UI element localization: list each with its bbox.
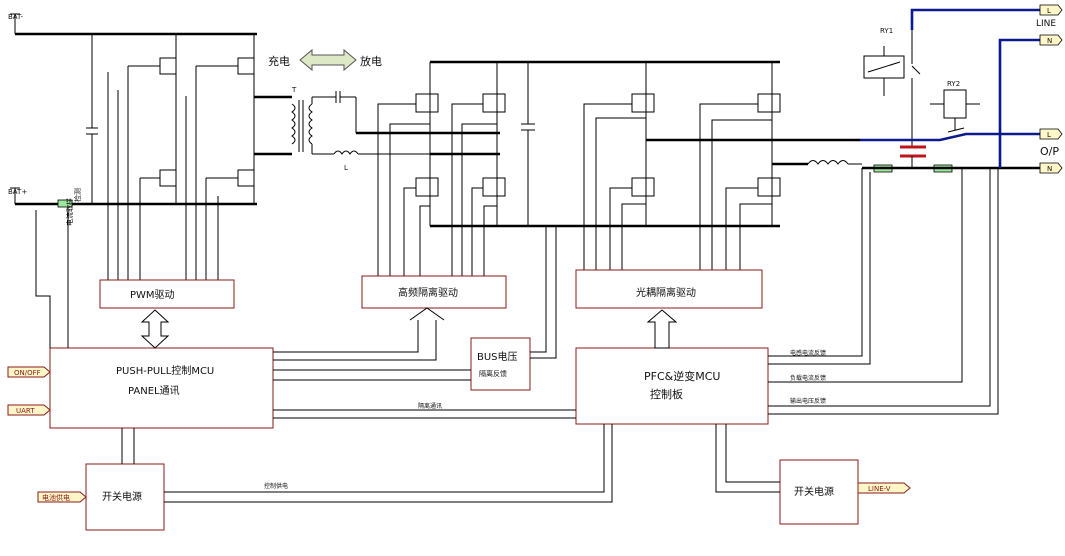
out-voltage-fb-label: 输出电压反馈 [790, 397, 826, 405]
relay-ry1: RY1 [863, 27, 921, 140]
inductor-l-label: L [344, 164, 348, 172]
bus-detect-label: 检测 [73, 188, 82, 202]
ctrl-board-label: 控制板 [650, 387, 683, 401]
current-sense-label: 电流取样 [65, 198, 74, 226]
opto-drive-block: 光耦隔离驱动 [575, 269, 763, 309]
pwm-mcu-arrow [140, 309, 170, 349]
charge-label: 充电 [268, 54, 290, 68]
batt-supply-tag: 电池供电 [37, 491, 87, 503]
pushpull-mcu-block: PUSH-PULL控制MCU PANEL通讯 [49, 347, 274, 429]
panel-comm-label: PANEL通讯 [128, 385, 180, 397]
opto-drive-label: 光耦隔离驱动 [636, 286, 696, 299]
charge-discharge-arrow: 充电 放电 [268, 48, 382, 72]
output-filter-capacitor [900, 140, 926, 168]
relay-ry2: RY2 [930, 80, 980, 133]
pfc-mcu-label: PFC&逆变MCU [644, 369, 720, 383]
line-label: LINE [1036, 19, 1056, 29]
bat-plus-label: BAT+ [8, 188, 27, 196]
ry1-label: RY1 [880, 27, 893, 35]
hf-bridge-igbts [415, 62, 506, 226]
smps-left-block: 开关电源 [85, 463, 165, 531]
output-n-terminal: N [1039, 162, 1063, 174]
batt-supply-label: 电池供电 [42, 493, 70, 502]
output-n-tag: N [1047, 165, 1052, 173]
inverter-gate-lines [583, 103, 772, 270]
ctrl-supply-label: 控制供电 [264, 482, 288, 490]
line-l-wire [910, 8, 1040, 30]
output-inductor [772, 160, 862, 166]
smps-right-block: 开关电源 [779, 459, 859, 525]
hf-drive-up-arrow [273, 307, 445, 361]
output-l-wire [860, 132, 1040, 142]
pwm-drive-block: PWM驱动 [99, 279, 235, 309]
opto-drive-up-arrow [646, 309, 678, 349]
bus-capacitor [521, 62, 535, 226]
on-off-label: ON/OFF [14, 369, 41, 377]
line-n-wire [998, 38, 1040, 168]
hf-drive-label: 高频隔离驱动 [398, 286, 458, 299]
line-n-terminal: N [1039, 34, 1063, 46]
iso-comm-label: 隔离通讯 [418, 402, 442, 410]
bus-voltage-block: BUS电压 隔离反馈 [470, 337, 531, 391]
line-v-tag: LINE-V [857, 482, 911, 494]
bat-minus-terminal: BAT- [8, 13, 24, 34]
line-l-terminal: L [1039, 4, 1063, 16]
smps-left-label: 开关电源 [102, 490, 142, 503]
line-v-label: LINE-V [868, 485, 891, 493]
transformer: T L [254, 86, 500, 172]
discharge-label: 放电 [360, 54, 382, 68]
hf-gate-lines [377, 103, 497, 278]
output-l-terminal: L [1039, 128, 1063, 140]
ry2-label: RY2 [947, 80, 960, 88]
uart-tag: UART [7, 404, 51, 416]
uart-label: UART [16, 407, 35, 415]
hf-drive-block: 高频隔离驱动 [361, 275, 507, 309]
smps-right-label: 开关电源 [794, 485, 834, 498]
signal-lines [35, 168, 999, 503]
inv-current-fb-label: 电感电流反馈 [790, 349, 826, 357]
op-label: O/P [1040, 145, 1059, 158]
output-l-tag: L [1047, 131, 1051, 139]
line-n-tag: N [1047, 37, 1052, 45]
pwm-drive-label: PWM驱动 [130, 289, 175, 301]
on-off-tag: ON/OFF [7, 366, 51, 378]
pfc-mcu-block: PFC&逆变MCU 控制板 [575, 347, 769, 425]
bus-iso-label: 隔离反馈 [479, 369, 507, 378]
bat-minus-label: BAT- [8, 13, 24, 21]
inverter-igbts [631, 62, 860, 226]
bat-plus-terminal: BAT+ [8, 187, 27, 204]
line-l-tag: L [1047, 7, 1051, 15]
transformer-label: T [291, 86, 297, 94]
battery-capacitor [86, 34, 98, 204]
load-current-fb-label: 负载电流反馈 [790, 374, 826, 382]
pushpull-mcu-label: PUSH-PULL控制MCU [116, 364, 214, 377]
current-sense-resistor [57, 199, 73, 208]
bus-voltage-label: BUS电压 [477, 350, 518, 363]
pwm-gate-lines [107, 65, 238, 280]
